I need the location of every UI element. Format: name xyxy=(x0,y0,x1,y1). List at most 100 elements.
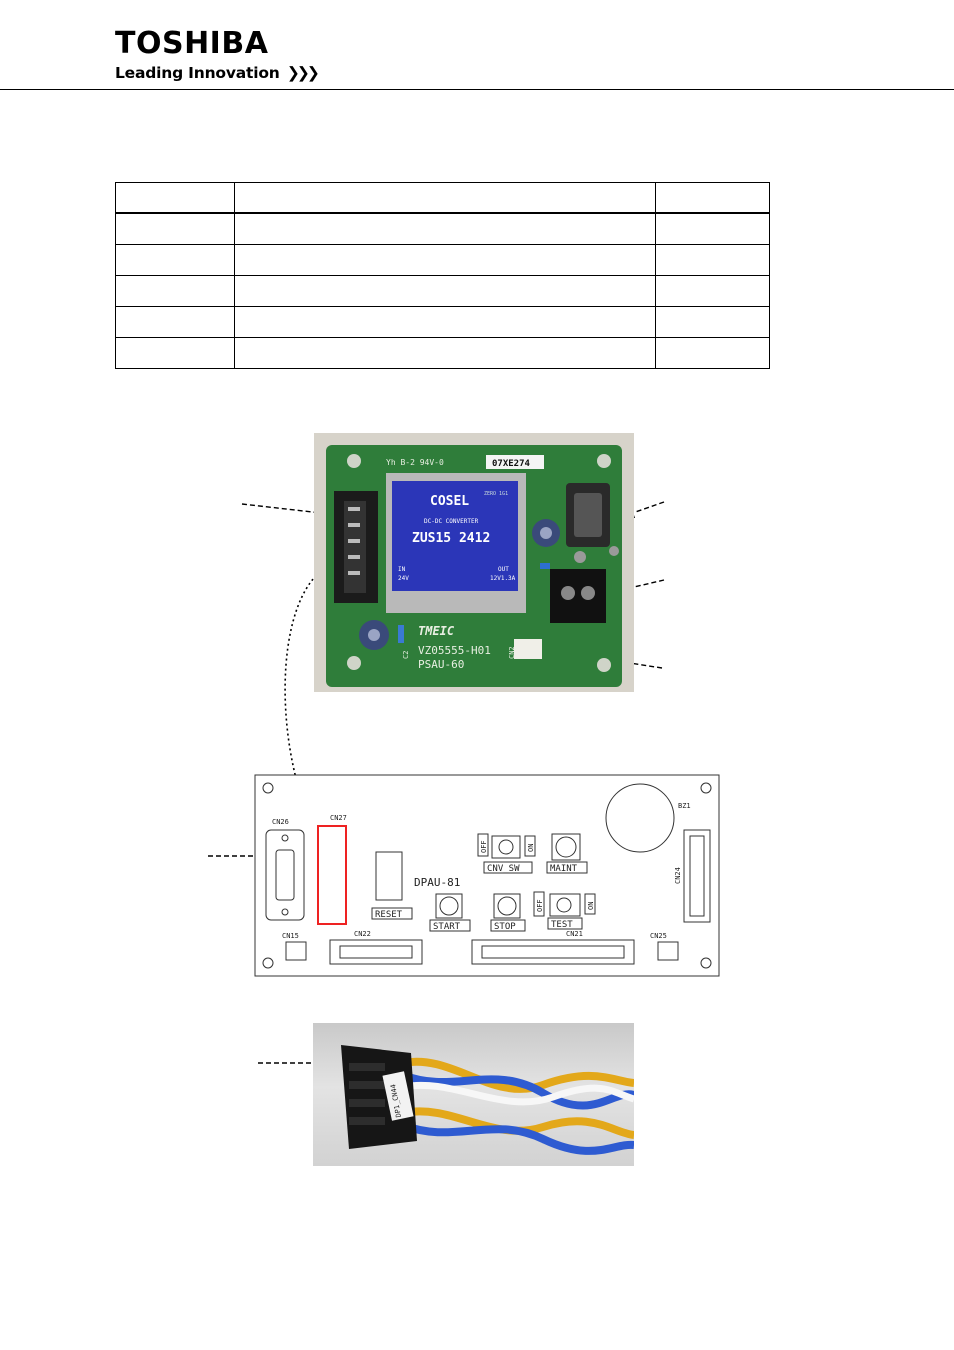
cn15-label: CN15 xyxy=(282,932,299,940)
cnv-label-box xyxy=(483,861,533,874)
c2-label: C2 xyxy=(402,651,410,659)
maint-button xyxy=(551,833,581,861)
start-button-cap xyxy=(439,896,459,916)
sw1-off-box xyxy=(477,833,489,857)
cnv-label: CNV_SW xyxy=(487,864,520,874)
cn25-connector xyxy=(657,941,679,961)
board-name: PSAU-60 xyxy=(418,658,464,671)
sw2-off-box xyxy=(533,891,545,917)
cn24-connector xyxy=(683,829,711,923)
wire-yellow xyxy=(402,1107,634,1139)
mount-hole xyxy=(597,658,611,672)
terminal-screw xyxy=(561,586,575,600)
converter-label xyxy=(392,481,518,591)
converter-model: ZUS15 2412 xyxy=(412,531,490,546)
table-row xyxy=(115,212,770,245)
converter-type: DC-DC CONVERTER xyxy=(424,518,479,525)
pin xyxy=(348,523,360,527)
board-outline xyxy=(254,774,720,977)
capacitor-top xyxy=(540,527,552,539)
sw2-off-label: OFF xyxy=(536,899,544,912)
stop-label: STOP xyxy=(494,922,516,932)
terminal-screw xyxy=(581,586,595,600)
cn21-connector xyxy=(471,939,635,965)
bz1-label: BZ1 xyxy=(678,802,691,810)
start-label: START xyxy=(433,922,461,932)
sw1-on-label: ON xyxy=(527,844,535,852)
sticker-label: 07XE274 xyxy=(492,459,531,469)
pin xyxy=(348,571,360,575)
silk-top-label: Yh B-2 94V-0 xyxy=(386,458,444,467)
cn24-housing xyxy=(689,835,705,917)
cn2-label: CN2 xyxy=(508,646,516,659)
stop-button xyxy=(493,893,521,919)
dpau-board-diagram: CN26 CN27 RESET DPAU-81 START STOP OFF O… xyxy=(254,774,720,977)
mount-hole xyxy=(347,656,361,670)
screw xyxy=(281,834,289,842)
cn22-label: CN22 xyxy=(354,930,371,938)
pin xyxy=(348,539,360,543)
table-row xyxy=(115,337,770,369)
mount-hole xyxy=(700,957,712,969)
converter-brand: COSEL xyxy=(430,494,469,509)
board-name: DPAU-81 xyxy=(414,876,460,889)
logo-tagline: Leading Innovation ❯❯❯ xyxy=(115,64,320,82)
sw2-on-box xyxy=(584,893,596,915)
spec-table xyxy=(115,182,770,369)
maint-label: MAINT xyxy=(550,864,578,874)
screw xyxy=(281,908,289,916)
table-cell xyxy=(115,182,235,214)
converter-out-label: OUT xyxy=(498,566,509,573)
screw xyxy=(574,551,586,563)
table-cell xyxy=(234,182,656,214)
buzzer xyxy=(605,783,675,853)
wire-blue xyxy=(401,1121,634,1155)
mount-hole xyxy=(597,454,611,468)
cn26-connector xyxy=(265,829,305,921)
toshiba-logo: TOSHIBA xyxy=(115,26,269,61)
test-label: TEST xyxy=(551,920,573,930)
resistor xyxy=(398,625,404,643)
table-cell xyxy=(115,337,235,369)
psu-board-photo: Yh B-2 94V-0 07XE274 COSEL ZERO 1G1 DC-D… xyxy=(314,433,634,692)
sw1-on-box xyxy=(524,835,536,857)
table-row xyxy=(115,182,770,214)
terminal-block xyxy=(550,569,606,623)
table-row xyxy=(115,306,770,338)
wire-tag xyxy=(382,1071,414,1121)
test-switch-knob xyxy=(556,897,572,913)
capacitor-top xyxy=(368,629,380,641)
table-cell xyxy=(655,212,770,245)
diode xyxy=(540,563,550,569)
sw1-off-label: OFF xyxy=(480,840,488,853)
wire-white xyxy=(402,1081,634,1106)
wire-blue xyxy=(401,1071,634,1110)
tagline-text: Leading Innovation xyxy=(115,64,280,82)
table-cell xyxy=(655,182,770,214)
cn2-connector xyxy=(514,639,542,659)
converter-in-value: 24V xyxy=(398,575,409,582)
cnv-switch-knob xyxy=(498,839,514,855)
dsub-shell xyxy=(574,493,602,537)
maint-label-box xyxy=(546,861,588,874)
cable-photo: DP1_CN44 xyxy=(313,1023,634,1166)
cn26-shell xyxy=(275,849,295,901)
cn24-label: CN24 xyxy=(674,867,682,884)
cn22-connector xyxy=(329,939,423,965)
converter-out-value: 12V1.3A xyxy=(490,575,516,582)
connector-slot xyxy=(349,1081,385,1089)
cn21-housing xyxy=(481,945,625,959)
screw xyxy=(609,546,619,556)
maker-logo: TMEIC xyxy=(418,624,455,638)
header-divider xyxy=(0,89,954,90)
mount-hole xyxy=(347,454,361,468)
cn25-label: CN25 xyxy=(650,932,667,940)
table-cell xyxy=(655,275,770,307)
sw2-on-label: ON xyxy=(587,902,595,910)
test-label-box xyxy=(547,917,583,930)
reset-button xyxy=(375,851,403,901)
tagline-arrows-icon: ❯❯❯ xyxy=(286,64,320,82)
part-number: VZ05555-H01 xyxy=(418,644,491,657)
cn27-highlight xyxy=(317,825,347,925)
cn21-label: CN21 xyxy=(566,930,583,938)
